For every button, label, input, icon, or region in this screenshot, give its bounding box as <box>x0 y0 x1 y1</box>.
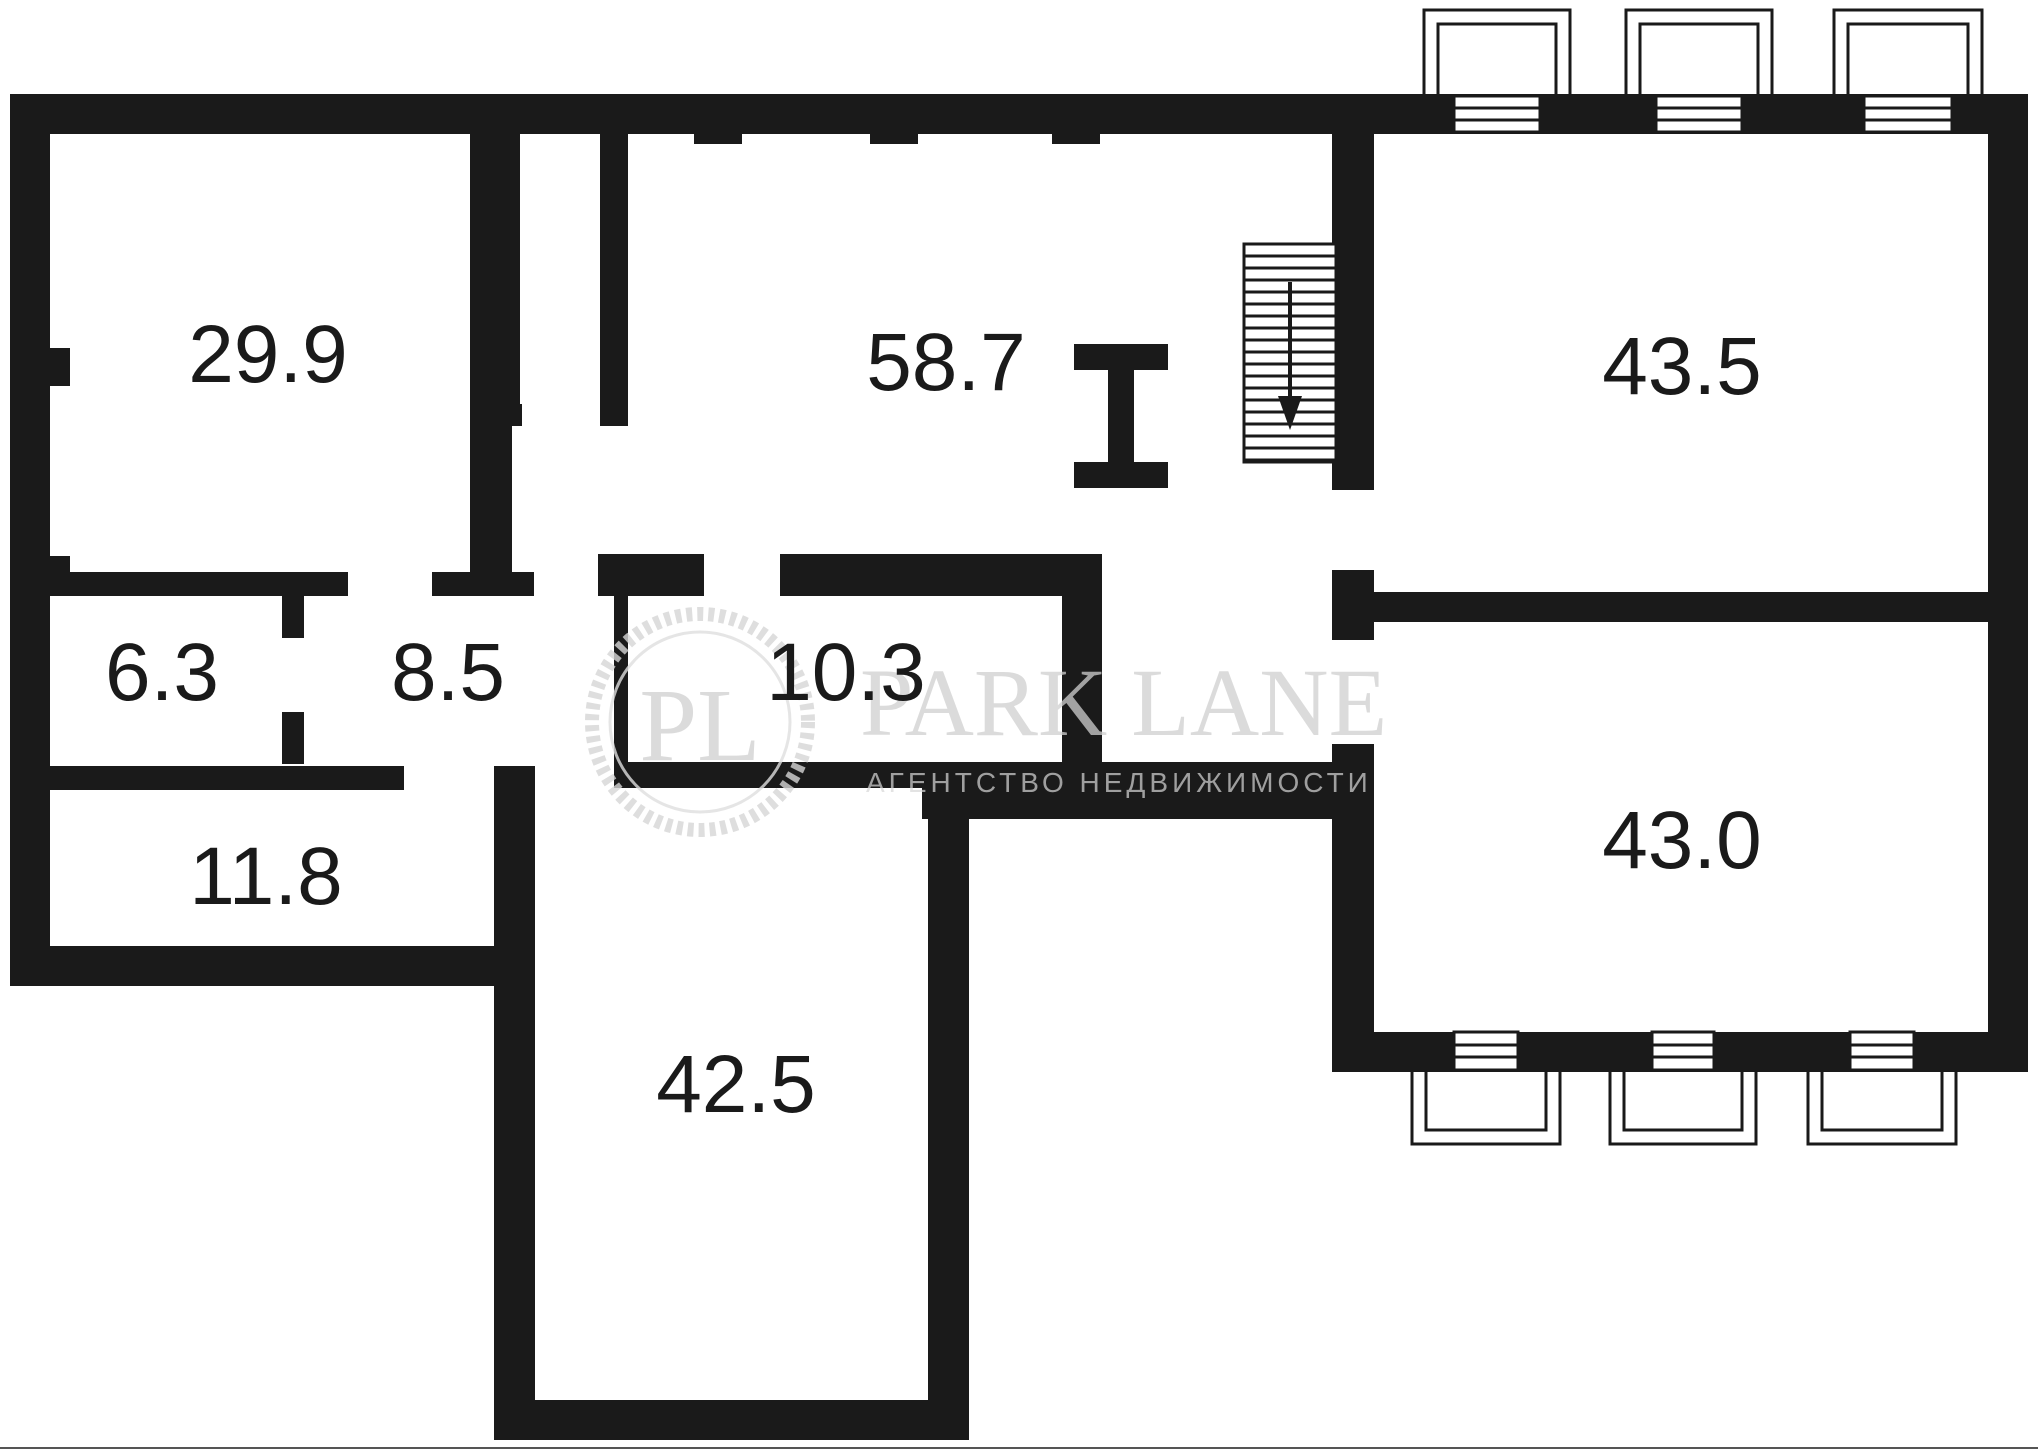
balcony-top-2 <box>1624 8 1774 134</box>
watermark-subtitle: АГЕНТСТВО НЕДВИЖИМОСТИ <box>866 767 1372 798</box>
room-8-5-area: 8.5 <box>391 627 505 718</box>
watermark-monogram: PL <box>639 668 760 783</box>
balcony-bottom-2 <box>1608 1030 1758 1146</box>
room-43-5-area: 43.5 <box>1602 321 1762 412</box>
room-58-7-area: 58.7 <box>866 317 1026 408</box>
arrow-down-icon <box>1278 396 1302 430</box>
window <box>1862 94 1954 134</box>
staircase <box>1242 242 1338 464</box>
watermark: PL PARK LANE АГЕНТСТВО НЕДВИЖИМОСТИ <box>585 607 1387 837</box>
walls <box>10 94 2028 1440</box>
balcony-top-1 <box>1422 8 1572 134</box>
room-10-3-area: 10.3 <box>766 627 926 718</box>
room-11-8-area: 11.8 <box>189 831 343 922</box>
watermark-brand: PARK LANE <box>860 649 1387 756</box>
window <box>1654 94 1744 134</box>
balcony-top-3 <box>1832 8 1984 134</box>
room-labels: 29.9 58.7 43.5 6.3 8.5 10.3 43.0 11.8 42… <box>105 309 1762 1130</box>
window <box>1452 94 1542 134</box>
window <box>1650 1030 1716 1072</box>
balcony-bottom-1 <box>1410 1030 1562 1146</box>
room-42-5-area: 42.5 <box>656 1039 816 1130</box>
balcony-bottom-3 <box>1806 1030 1958 1146</box>
room-43-0-area: 43.0 <box>1602 795 1762 886</box>
room-29-9-area: 29.9 <box>188 309 348 400</box>
window <box>1848 1030 1916 1072</box>
window <box>1452 1030 1520 1072</box>
balconies <box>1410 8 1984 1146</box>
room-6-3-area: 6.3 <box>105 627 219 718</box>
